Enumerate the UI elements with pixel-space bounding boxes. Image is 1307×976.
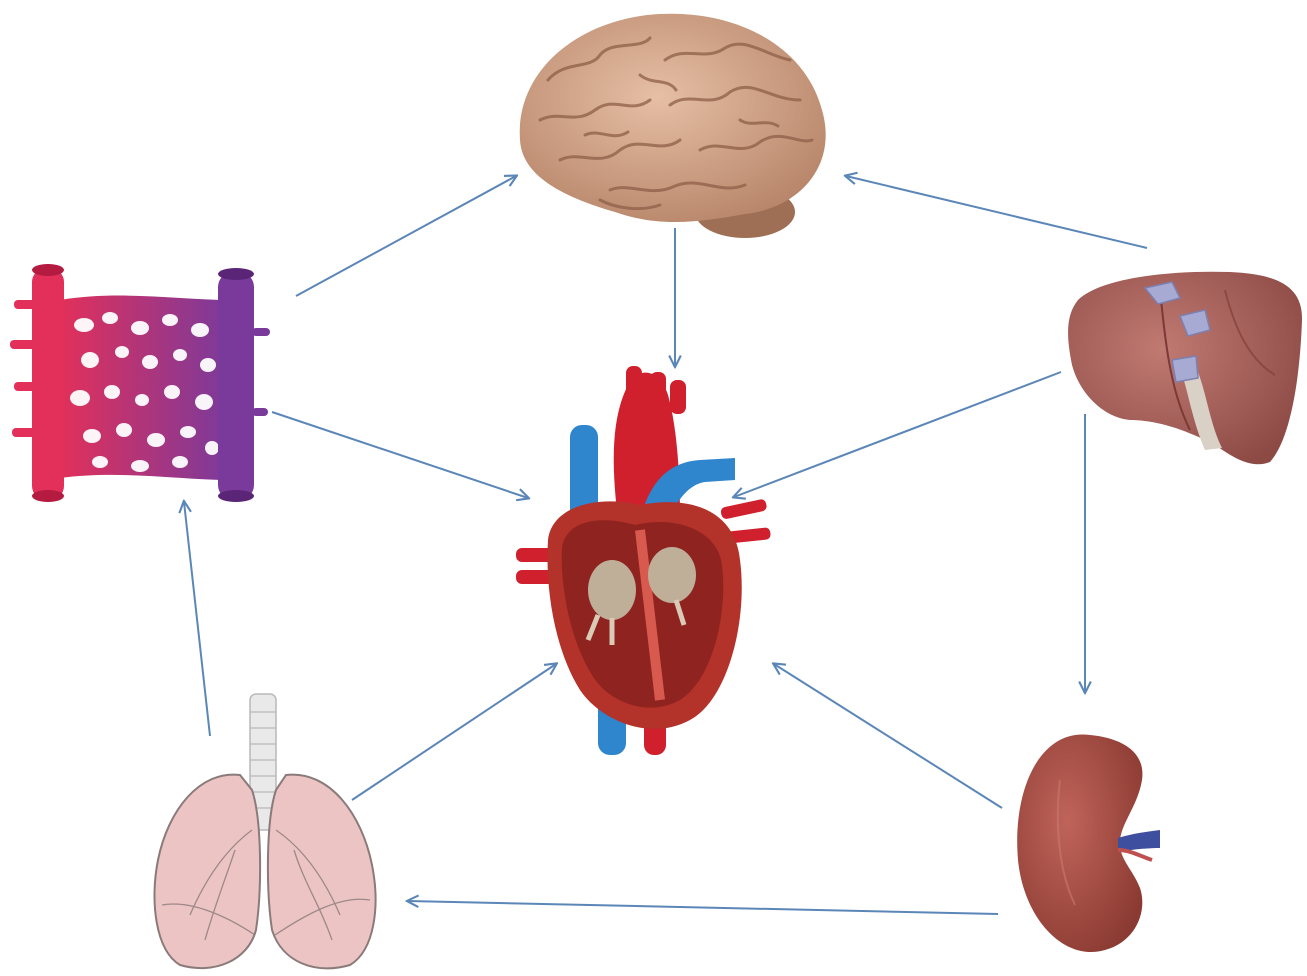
arrow-lungs-to-heart [352,664,556,800]
heart-illustration [516,366,771,755]
arrow-kidney-to-lungs [408,901,998,914]
lungs-illustration [154,694,375,968]
arrow-lungs-to-vessels [184,502,210,736]
arrow-vessels-to-brain [296,176,516,296]
brain-illustration [520,14,826,238]
arrow-vessels-to-heart [272,412,528,498]
blood-vessel-network-illustration [10,264,270,502]
liver-illustration [1068,272,1302,465]
arrow-liver-to-heart [734,372,1061,497]
kidney-illustration [1017,734,1160,952]
arrow-liver-to-brain [846,176,1147,248]
arrow-kidney-to-heart [774,664,1002,808]
